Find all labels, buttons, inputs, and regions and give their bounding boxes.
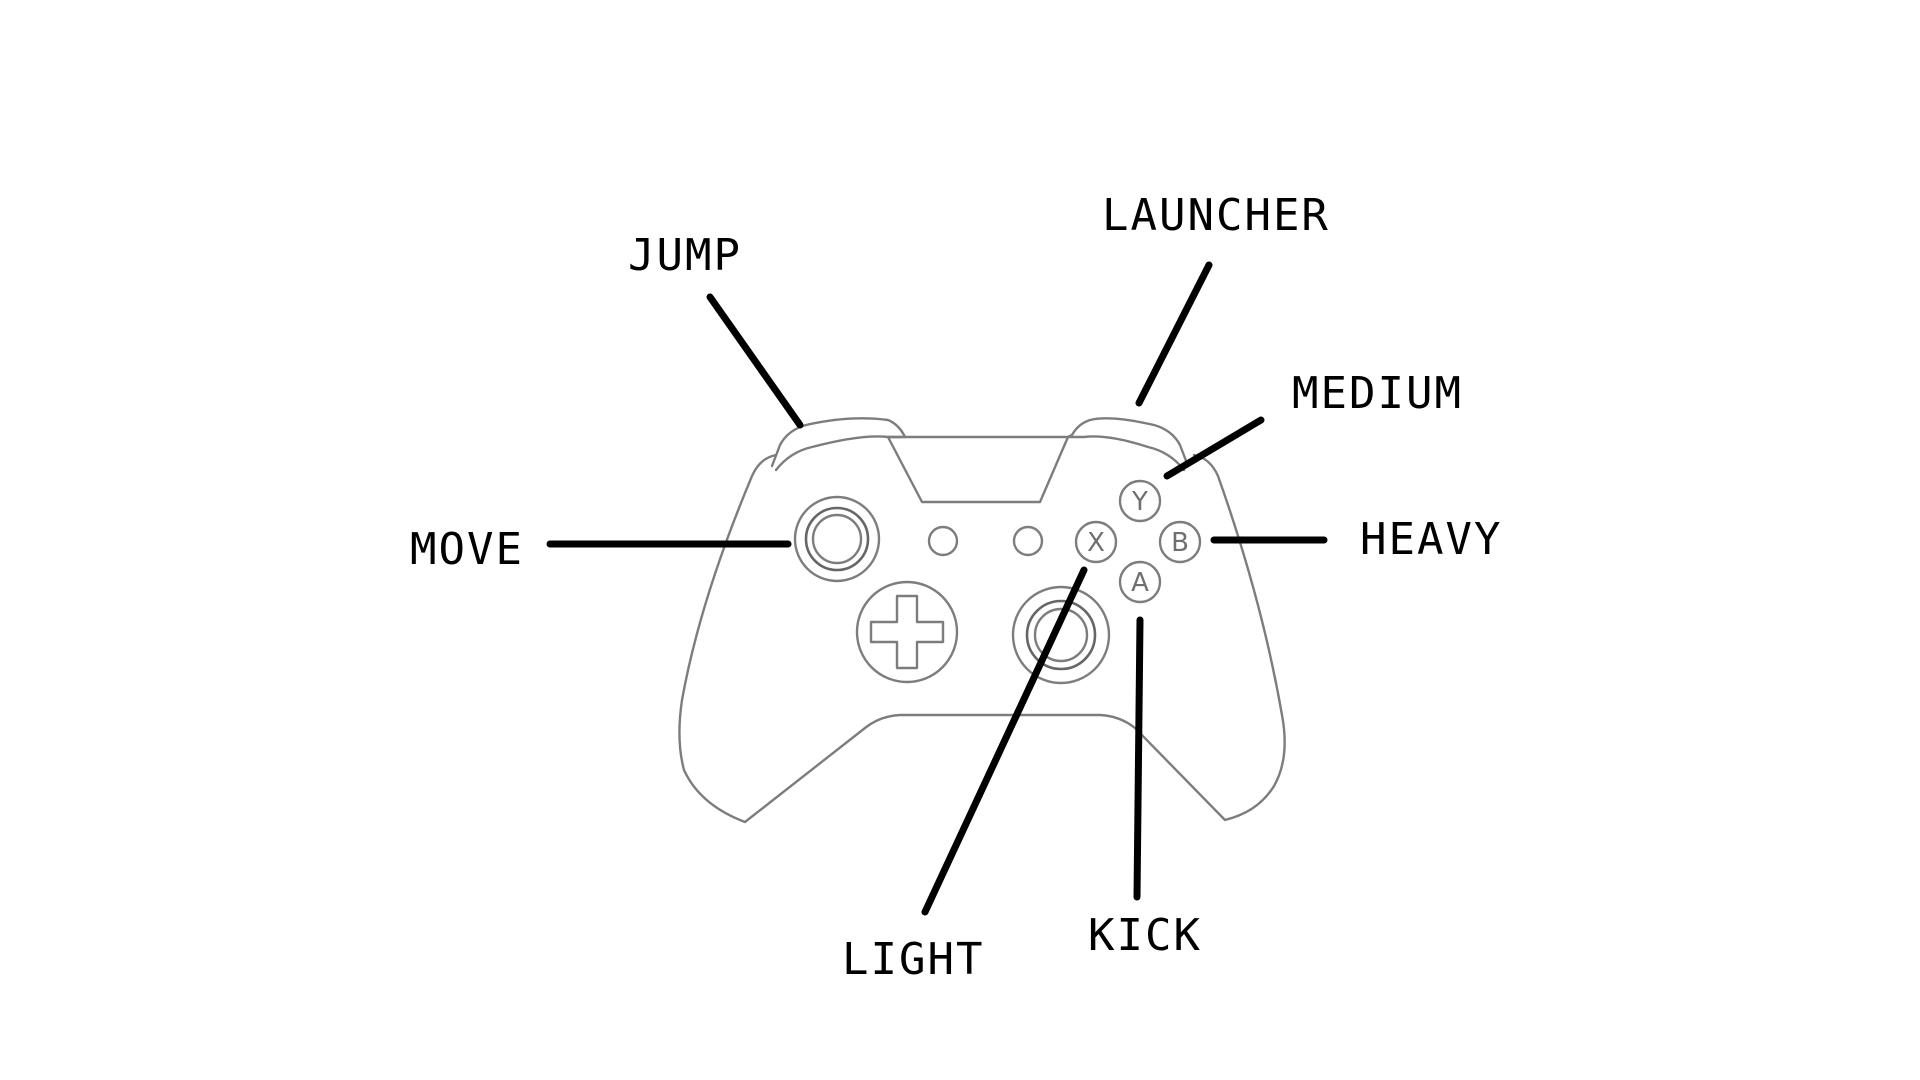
view-button	[927, 525, 959, 557]
face-button-y: Y	[1118, 479, 1162, 523]
face-button-a-ring	[1118, 560, 1162, 604]
right-stick-ring	[1011, 585, 1111, 685]
face-button-a: A	[1118, 560, 1162, 604]
launcher-leader-line	[1135, 261, 1213, 407]
heavy-label: HEAVY	[1360, 514, 1503, 565]
kick-label: KICK	[1088, 910, 1202, 961]
light-label: LIGHT	[842, 934, 985, 985]
face-button-b: B	[1158, 520, 1202, 564]
face-button-x-ring	[1074, 520, 1118, 564]
move-label: MOVE	[410, 524, 524, 575]
center-top-panel	[886, 435, 1070, 504]
right-stick-cap	[1033, 607, 1089, 663]
dpad-icon	[855, 580, 959, 684]
light-leader-line	[921, 566, 1088, 916]
left-bumper-base	[774, 435, 904, 472]
right-bumper	[1066, 417, 1190, 468]
jump-leader-line	[706, 293, 804, 429]
right-stick-icon	[1011, 585, 1111, 685]
launcher-label: LAUNCHER	[1102, 190, 1330, 241]
controller-icon: Y X B A	[678, 417, 1286, 824]
menu-button	[1012, 525, 1044, 557]
kick-leader-line	[1133, 616, 1144, 901]
left-bumper	[770, 417, 907, 468]
left-stick-ring	[793, 495, 881, 583]
left-stick-cap	[811, 513, 863, 565]
medium-label: MEDIUM	[1292, 368, 1463, 419]
dpad-ring	[855, 580, 959, 684]
right-stick-outer	[1025, 599, 1097, 671]
dpad-cross	[869, 594, 945, 670]
face-button-b-letter: B	[1171, 528, 1189, 558]
left-stick-outer	[804, 506, 870, 572]
face-button-x: X	[1074, 520, 1118, 564]
medium-leader-line	[1163, 416, 1265, 480]
controller-body-outline	[678, 453, 1286, 824]
face-button-x-letter: X	[1087, 528, 1105, 558]
jump-label: JUMP	[628, 230, 742, 281]
face-button-b-ring	[1158, 520, 1202, 564]
face-button-y-ring	[1118, 479, 1162, 523]
right-bumper-base	[1066, 435, 1186, 472]
face-button-y-letter: Y	[1131, 487, 1148, 517]
left-stick-icon	[793, 495, 881, 583]
face-button-a-letter: A	[1131, 568, 1149, 598]
